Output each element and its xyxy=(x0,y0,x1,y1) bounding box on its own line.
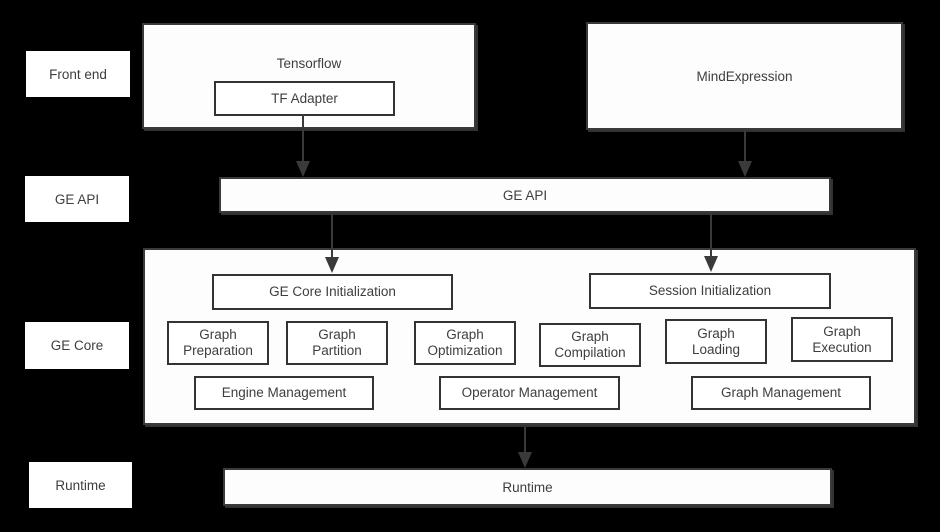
ge-core-initialization-label: GE Core Initialization xyxy=(269,284,396,299)
graph-preparation-line1: Graph xyxy=(199,327,237,342)
row-label-runtime: Runtime xyxy=(29,462,132,508)
arrow-shaft xyxy=(744,130,746,163)
graph-execution-line2: Execution xyxy=(812,339,872,355)
arrow-ge-core-to-runtime xyxy=(518,427,532,468)
graph-compilation-line1: Graph xyxy=(571,329,609,344)
ge-api-box: GE API xyxy=(219,177,831,213)
arrow-shaft xyxy=(331,213,333,259)
tensorflow-box: Tensorflow TF Adapter xyxy=(142,23,476,129)
graph-management-box: Graph Management xyxy=(691,376,871,410)
arrow-tf-adapter-to-ge-api xyxy=(296,114,310,177)
graph-compilation-line2: Compilation xyxy=(554,345,626,360)
graph-loading-line2: Loading xyxy=(691,341,741,357)
arrow-shaft xyxy=(524,427,526,454)
tf-adapter-box: TF Adapter xyxy=(214,81,395,116)
arrow-shaft xyxy=(710,213,712,258)
engine-management-box: Engine Management xyxy=(194,376,374,410)
graph-optimization-line1: Graph xyxy=(446,327,484,342)
graph-loading-box: Graph Loading xyxy=(665,319,767,364)
runtime-box: Runtime xyxy=(223,468,832,506)
graph-loading-line1: Graph xyxy=(697,325,735,341)
graph-optimization-line2: Optimization xyxy=(427,343,503,358)
graph-execution-line1: Graph xyxy=(823,323,861,339)
operator-management-label: Operator Management xyxy=(461,385,598,400)
row-label-front-end: Front end xyxy=(26,51,130,97)
ge-api-label: GE API xyxy=(502,187,548,203)
session-initialization-label: Session Initialization xyxy=(648,283,772,298)
arrow-ge-api-to-ge-core-init xyxy=(325,213,339,273)
ge-core-initialization-box: GE Core Initialization xyxy=(212,274,453,310)
arrow-ge-api-to-session-init xyxy=(704,213,718,272)
graph-optimization-box: Graph Optimization xyxy=(414,321,516,365)
arrow-head-icon xyxy=(738,161,752,177)
graph-management-label: Graph Management xyxy=(720,385,842,400)
operator-management-box: Operator Management xyxy=(439,376,620,410)
arrow-head-icon xyxy=(704,256,718,272)
ge-core-box: GE Core Initialization Session Initializ… xyxy=(143,248,916,425)
tf-adapter-label: TF Adapter xyxy=(271,90,338,106)
graph-execution-box: Graph Execution xyxy=(791,317,893,362)
arrow-shaft xyxy=(302,114,304,163)
graph-partition-box: Graph Partition xyxy=(286,321,388,365)
arrow-head-icon xyxy=(518,452,532,468)
graph-compilation-box: Graph Compilation xyxy=(539,323,641,367)
arrow-head-icon xyxy=(296,161,310,177)
tensorflow-label: Tensorflow xyxy=(276,56,342,71)
graph-partition-line2: Partition xyxy=(312,343,362,358)
mind-expression-label: MindExpression xyxy=(696,68,793,84)
mind-expression-box: MindExpression xyxy=(586,22,903,130)
row-label-ge-core: GE Core xyxy=(25,322,129,369)
graph-preparation-box: Graph Preparation xyxy=(167,321,269,365)
session-initialization-box: Session Initialization xyxy=(589,273,831,309)
graph-preparation-line2: Preparation xyxy=(183,343,253,358)
runtime-label: Runtime xyxy=(502,479,553,495)
graph-partition-line1: Graph xyxy=(318,327,356,342)
row-label-ge-api: GE API xyxy=(25,176,129,222)
arrow-head-icon xyxy=(325,257,339,273)
arrow-mind-expression-to-ge-api xyxy=(738,130,752,177)
engine-management-label: Engine Management xyxy=(221,385,347,400)
